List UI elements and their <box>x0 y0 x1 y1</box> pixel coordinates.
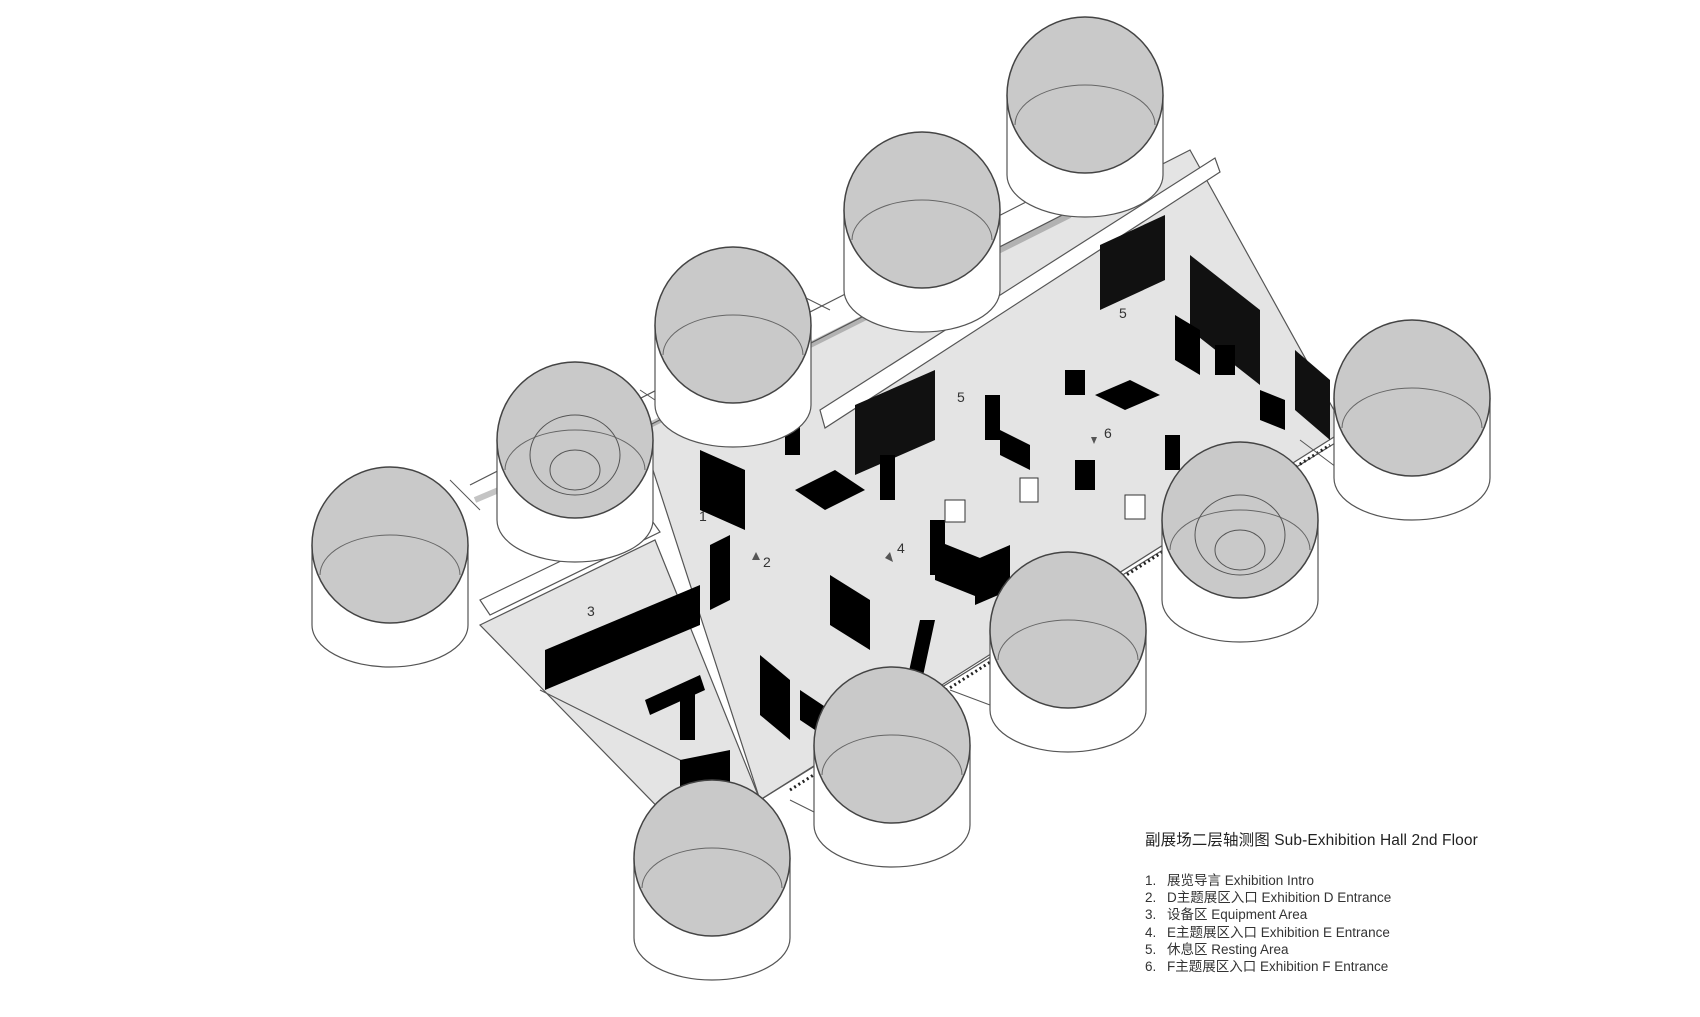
exhibit-cubes <box>944 477 1146 523</box>
cylinder-west <box>311 466 469 668</box>
legend-item: 5.休息区 Resting Area <box>1145 941 1289 957</box>
plan-label-5b: 5 <box>1119 305 1127 321</box>
legend-item: 3.设备区 Equipment Area <box>1145 907 1308 923</box>
cylinder-south-east <box>1161 441 1319 643</box>
curtain-strip <box>855 370 935 475</box>
legend-item: 2.D主题展区入口 Exhibition D Entrance <box>1145 890 1392 906</box>
entrance-marker-4 <box>885 552 893 562</box>
spiral-stairs <box>529 414 1286 576</box>
plan-label-2: 2 <box>763 554 771 570</box>
legend-item: 4.E主题展区入口 Exhibition E Entrance <box>1145 924 1390 940</box>
curtain-strip-far-east <box>1295 350 1330 440</box>
long-partition-wall <box>819 157 1221 429</box>
plan-label-6: 6 <box>1104 425 1112 441</box>
cylinder-north-4 <box>496 361 654 563</box>
cylinder-north-1 <box>1006 16 1164 218</box>
cylinder-north-3 <box>654 246 812 448</box>
legend: 副展场二层轴测图 Sub-Exhibition Hall 2nd Floor 1… <box>1145 828 1478 975</box>
legend-item: 1.展览导言 Exhibition Intro <box>1145 873 1315 888</box>
cylinder-south-middle <box>989 551 1147 753</box>
plan-label-1: 1 <box>699 508 707 524</box>
legend-item: 6.F主题展区入口 Exhibition F Entrance <box>1145 959 1389 975</box>
cylinder-east <box>1333 319 1491 521</box>
legend-list: 1.展览导言 Exhibition Intro 2.D主题展区入口 Exhibi… <box>1145 872 1478 975</box>
curtain-strip-southeast <box>1190 255 1260 385</box>
plan-label-3: 3 <box>587 603 595 619</box>
curtain-strip-east <box>1100 215 1165 310</box>
entrance-marker-6 <box>1091 437 1097 444</box>
entrance-marker-2 <box>752 552 760 560</box>
legend-title: 副展场二层轴测图 Sub-Exhibition Hall 2nd Floor <box>1145 832 1478 849</box>
plan-label-5a: 5 <box>957 389 965 405</box>
cylinder-south-2 <box>813 666 971 868</box>
plan-label-4: 4 <box>897 540 905 556</box>
cylinder-north-2 <box>843 131 1001 333</box>
cylinder-south-west <box>633 779 791 981</box>
